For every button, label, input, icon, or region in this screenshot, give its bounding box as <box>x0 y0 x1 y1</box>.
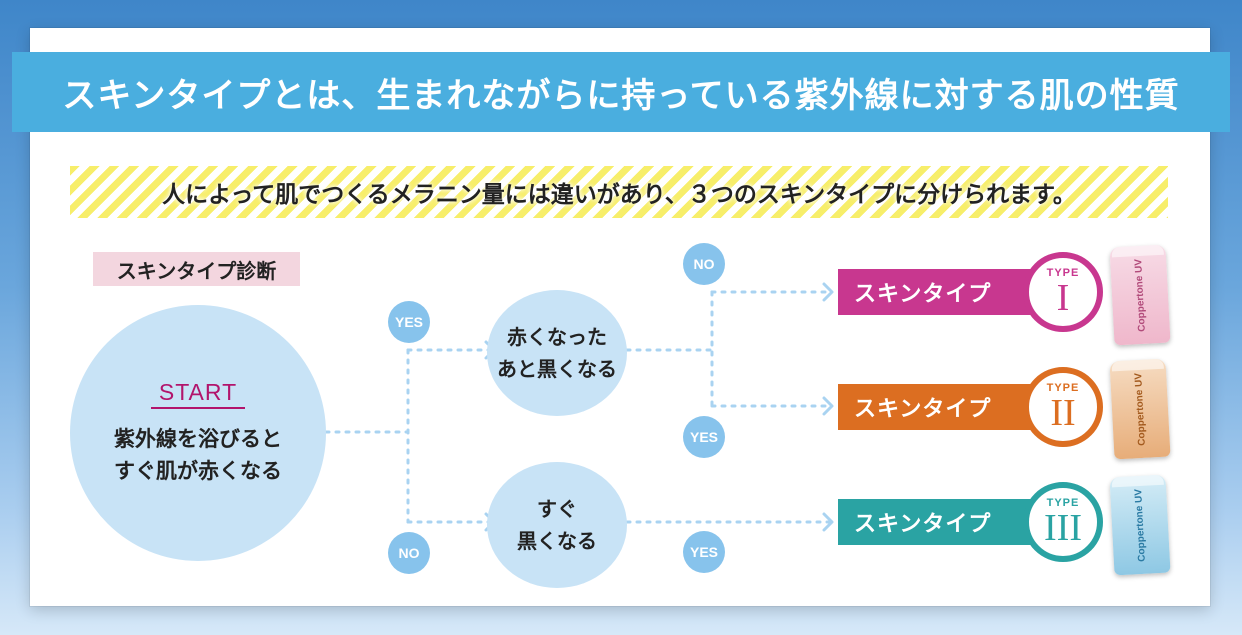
arrowhead-type2 <box>822 396 834 416</box>
page-title-banner: スキンタイプとは、生まれながらに持っている紫外線に対する肌の性質 <box>12 52 1230 132</box>
skin-type-1-ring: TYPE I <box>1023 252 1103 332</box>
arrowhead-type1 <box>822 282 834 302</box>
sunscreen-tube-type-3-label: Coppertone UV <box>1132 488 1148 562</box>
sunscreen-tube-type-2-label: Coppertone UV <box>1132 372 1148 446</box>
question1-line2: あと黒くなる <box>497 357 617 381</box>
no-badge-start: NO <box>388 532 430 574</box>
skin-type-2-ring: TYPE II <box>1023 367 1103 447</box>
question-node-dark-quickly: すぐ 黒くなる <box>487 462 627 588</box>
skin-type-2-label: スキンタイプ <box>854 397 992 422</box>
yes-badge-q1: YES <box>683 416 725 458</box>
sunscreen-tube-type-3-icon: Coppertone UV <box>1109 474 1171 576</box>
skin-type-2-numeral: II <box>1050 392 1076 434</box>
question1-line1: 赤くなった <box>507 325 607 349</box>
subtitle-bar: 人によって肌でつくるメラニン量には違いがあり、３つのスキンタイプに分けられます。 <box>70 166 1168 218</box>
skin-type-3-type-word: TYPE <box>1046 497 1080 509</box>
yes-badge-start: YES <box>388 301 430 343</box>
question2-line2: 黒くなる <box>517 529 597 553</box>
skin-type-2-bar: スキンタイプ <box>838 384 1048 430</box>
skin-type-3-numeral: III <box>1044 507 1082 549</box>
skin-type-2-type-word: TYPE <box>1046 382 1080 394</box>
skin-type-1-label: スキンタイプ <box>854 282 992 307</box>
question2-line1: すぐ <box>537 497 577 521</box>
skin-type-3-bar: スキンタイプ <box>838 499 1048 545</box>
diagnosis-label-text: スキンタイプ診断 <box>116 258 277 283</box>
diagnosis-label: スキンタイプ診断 <box>93 252 300 286</box>
arrowhead-type3 <box>822 512 834 532</box>
start-question-line1: 紫外線を浴びると <box>114 427 282 451</box>
start-word: START <box>150 379 246 409</box>
subtitle: 人によって肌でつくるメラニン量には違いがあり、３つのスキンタイプに分けられます。 <box>162 182 1076 208</box>
skin-type-1-type-word: TYPE <box>1046 267 1080 279</box>
start-question-line2: すぐ肌が赤くなる <box>114 459 282 483</box>
skin-type-3-label: スキンタイプ <box>854 512 992 537</box>
skin-type-1-bar: スキンタイプ <box>838 269 1048 315</box>
sunscreen-tube-type-1-icon: Coppertone UV <box>1109 244 1171 346</box>
skin-type-3-ring: TYPE III <box>1023 482 1103 562</box>
sunscreen-tube-type-1-label: Coppertone UV <box>1132 258 1148 332</box>
no-badge-q1: NO <box>683 243 725 285</box>
skin-type-1-numeral: I <box>1056 277 1070 319</box>
sunscreen-tube-type-2-icon: Coppertone UV <box>1109 358 1171 460</box>
start-node: START 紫外線を浴びると すぐ肌が赤くなる <box>70 305 326 561</box>
question-node-red-then-dark: 赤くなった あと黒くなる <box>487 290 627 416</box>
yes-badge-q2: YES <box>683 531 725 573</box>
page-title: スキンタイプとは、生まれながらに持っている紫外線に対する肌の性質 <box>62 75 1180 116</box>
